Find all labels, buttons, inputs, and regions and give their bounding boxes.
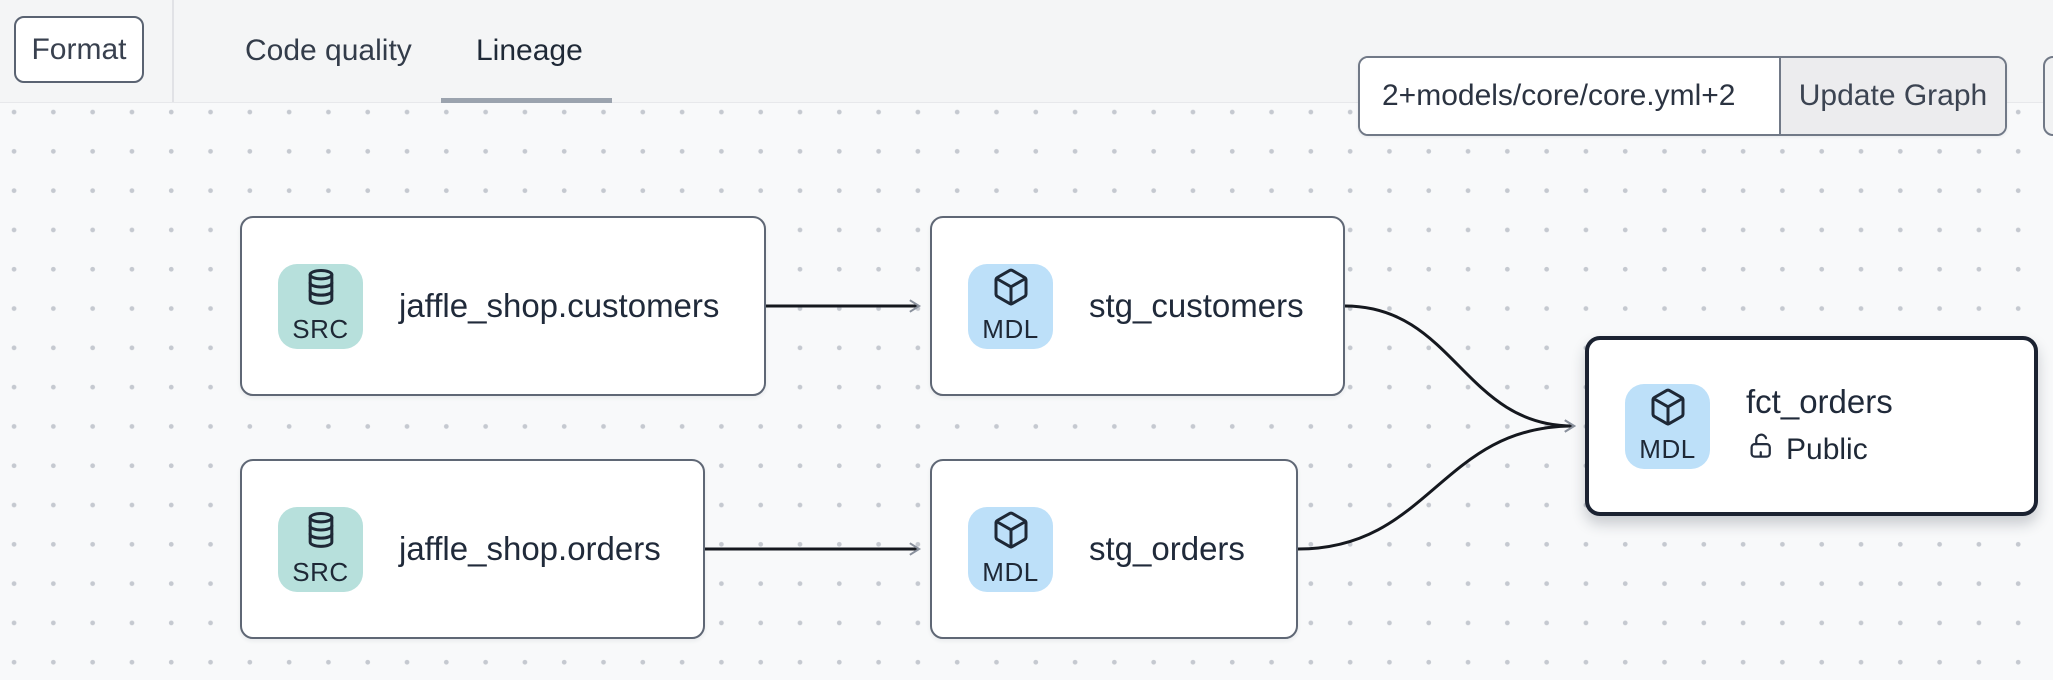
clipped-edge-button[interactable] — [2043, 56, 2053, 136]
active-tab-indicator — [441, 98, 612, 103]
node-stg_orders[interactable]: MDL stg_orders — [930, 459, 1298, 639]
mdl-badge: MDL — [968, 506, 1053, 592]
update-graph-button[interactable]: Update Graph — [1779, 58, 2005, 134]
cube-icon — [1648, 387, 1688, 432]
access-badge: Public — [1746, 431, 1893, 469]
node-label: fct_orders — [1746, 383, 1893, 420]
node-label: jaffle_shop.orders — [399, 530, 661, 567]
mdl-badge: MDL — [968, 263, 1053, 349]
unlock-icon — [1746, 431, 1776, 469]
mdl-badge: MDL — [1625, 383, 1710, 469]
node-stg_customers[interactable]: MDL stg_customers — [930, 216, 1345, 396]
src-badge: SRC — [278, 506, 363, 592]
edge-stg_customers-to-fct_orders — [1344, 304, 1577, 433]
tab-lineage[interactable]: Lineage — [476, 34, 583, 67]
badge-type-label: MDL — [1639, 434, 1696, 464]
selector-toolbar: Update Graph — [1358, 56, 2007, 136]
src-badge: SRC — [278, 263, 363, 349]
database-icon — [301, 510, 341, 555]
node-text: stg_customers — [1089, 287, 1304, 325]
edge-stg_orders-to-fct_orders — [1297, 419, 1577, 551]
node-text: stg_orders — [1089, 530, 1245, 568]
database-icon — [301, 267, 341, 312]
node-src_customers[interactable]: SRC jaffle_shop.customers — [240, 216, 766, 396]
node-text: jaffle_shop.orders — [399, 530, 661, 568]
cube-icon — [991, 510, 1031, 555]
node-label: jaffle_shop.customers — [399, 287, 720, 324]
badge-type-label: MDL — [982, 557, 1039, 587]
header-divider — [172, 0, 174, 102]
node-text: jaffle_shop.customers — [399, 287, 719, 325]
tab-code-quality[interactable]: Code quality — [245, 34, 412, 67]
node-label: stg_orders — [1089, 530, 1245, 567]
edge-layer — [705, 299, 1577, 556]
selector-input[interactable] — [1360, 58, 1779, 134]
badge-type-label: SRC — [292, 557, 349, 587]
cube-icon — [991, 267, 1031, 312]
node-src_orders[interactable]: SRC jaffle_shop.orders — [240, 459, 705, 639]
format-button[interactable]: Format — [14, 16, 144, 83]
node-label: stg_customers — [1089, 287, 1304, 324]
badge-type-label: MDL — [982, 314, 1039, 344]
badge-type-label: SRC — [292, 314, 349, 344]
access-label: Public — [1786, 433, 1868, 466]
panel-header: Format Code quality Lineage — [0, 0, 2053, 103]
